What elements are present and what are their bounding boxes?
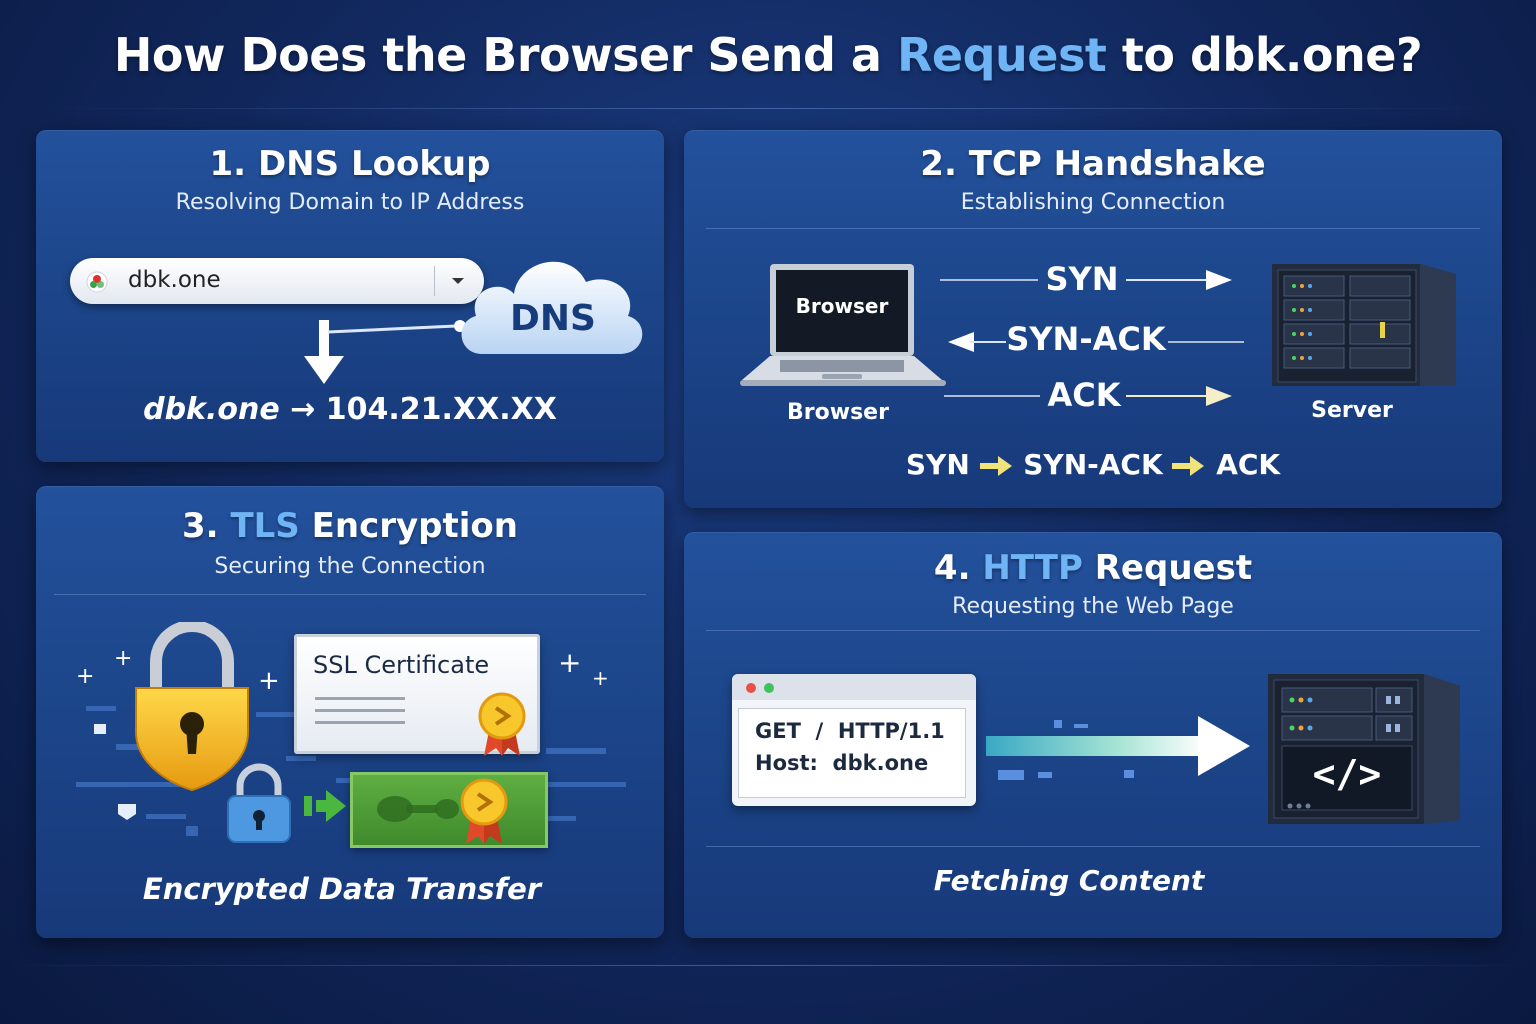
summary-arrow-icon — [1172, 456, 1205, 476]
encrypted-payload-icon — [377, 796, 459, 822]
summary-syn: SYN — [905, 448, 970, 481]
dns-cloud-icon — [461, 261, 643, 354]
handshake-step-ack: ACK — [1047, 376, 1121, 414]
window-close-dot[interactable] — [746, 683, 756, 693]
url-bar-separator — [434, 266, 435, 296]
title-text-end: to dbk.one? — [1121, 28, 1423, 82]
title-text-start: How Does the Browser Send a — [113, 28, 882, 82]
handshake-step-syn-ack: SYN-ACK — [1006, 320, 1166, 358]
laptop-icon — [740, 264, 946, 386]
down-arrow-icon — [304, 320, 344, 384]
transfer-arrow-icon — [304, 790, 346, 822]
http-panel-divider — [706, 630, 1480, 631]
summary-ack: ACK — [1216, 448, 1281, 481]
result-ip: 104.21.XX.XX — [325, 392, 557, 427]
encrypted-data-package — [350, 772, 548, 848]
http-footer-divider — [706, 846, 1480, 847]
seal-icon — [478, 692, 526, 756]
sparkle-icon: + — [114, 646, 133, 671]
url-input-value[interactable]: dbk.one — [128, 267, 221, 293]
dns-panel-title: 1. DNS Lookup — [36, 144, 664, 184]
request-body: GET / HTTP/1.1 Host: dbk.one — [738, 708, 966, 798]
sparkle-icon: + — [76, 664, 95, 689]
sparkle-icon: + — [558, 646, 582, 679]
window-titlebar — [732, 674, 976, 700]
tls-step-number: 3. — [182, 506, 219, 546]
client-label: Browser — [787, 400, 889, 425]
server-icon — [1268, 674, 1460, 824]
page-title: How Does the Browser Send a Request to d… — [0, 28, 1536, 82]
tls-encryption-panel: 3. TLS Encryption Securing the Connectio… — [36, 486, 664, 938]
window-maximize-dot[interactable] — [764, 683, 774, 693]
tcp-panel-divider — [706, 228, 1480, 229]
dns-cloud: DNS — [452, 242, 648, 360]
summary-syn-ack: SYN-ACK — [1023, 448, 1163, 481]
dns-lookup-panel: 1. DNS Lookup Resolving Domain to IP Add… — [36, 130, 664, 462]
small-lock-icon — [227, 763, 291, 843]
http-panel-subtitle: Requesting the Web Page — [952, 594, 1234, 619]
handshake-arrows — [940, 270, 1244, 406]
dns-title-text: DNS Lookup — [257, 144, 491, 184]
request-line: GET / HTTP/1.1 — [755, 719, 945, 743]
request-arrow-icon — [986, 716, 1250, 780]
dns-resolution-result: dbk.one → 104.21.XX.XX — [36, 392, 664, 427]
dns-panel-subtitle: Resolving Domain to IP Address — [175, 190, 525, 215]
tcp-panel-subtitle: Establishing Connection — [960, 190, 1226, 215]
laptop-screen-label: Browser — [795, 294, 889, 318]
title-text-highlight: Request — [896, 28, 1107, 82]
dns-step-number: 1. — [209, 144, 247, 184]
http-step-number: 4. — [933, 548, 971, 588]
server-label: Server — [1311, 398, 1393, 423]
http-panel-title: 4. HTTP Request — [684, 548, 1502, 588]
tls-footer: Encrypted Data Transfer — [142, 872, 542, 906]
footer-divider — [0, 965, 1536, 966]
tls-title-text: Encryption — [311, 506, 518, 546]
tcp-step-number: 2. — [920, 144, 957, 184]
dns-cloud-label: DNS — [510, 298, 596, 339]
handshake-summary: SYN SYN-ACK ACK — [684, 448, 1502, 481]
result-domain: dbk.one — [143, 392, 280, 427]
host-line: Host: dbk.one — [755, 751, 929, 775]
tcp-panel-title: 2. TCP Handshake — [684, 144, 1502, 184]
browser-laptop: Browser — [740, 264, 946, 390]
tls-panel-divider — [54, 594, 646, 595]
tcp-title-text: TCP Handshake — [968, 144, 1266, 184]
http-title-highlight: HTTP — [982, 548, 1083, 588]
tls-panel-subtitle: Securing the Connection — [214, 554, 486, 579]
dropdown-chevron-icon[interactable] — [450, 274, 466, 288]
result-arrow: → — [290, 392, 316, 427]
sparkle-icon: + — [592, 666, 609, 690]
code-icon: </> — [1312, 752, 1382, 796]
certificate-line — [315, 709, 405, 712]
certificate-label: SSL Certificate — [313, 651, 490, 679]
padlock-icon — [135, 622, 249, 792]
browser-favicon-icon — [86, 271, 108, 293]
handshake-step-syn: SYN — [1045, 260, 1119, 298]
header-divider — [40, 108, 1496, 109]
certificate-line — [315, 697, 405, 700]
http-footer: Fetching Content — [933, 864, 1205, 897]
server-icon — [1272, 264, 1456, 386]
syn-ack-arrow-icon — [948, 332, 974, 352]
seal-icon — [460, 778, 508, 844]
certificate-line — [315, 721, 405, 724]
browser-url-bar[interactable]: dbk.one — [70, 258, 484, 304]
summary-arrow-icon — [979, 456, 1012, 476]
tls-title-highlight: TLS — [230, 506, 300, 546]
http-request-panel: 4. HTTP Request Requesting the Web Page … — [684, 532, 1502, 938]
http-request-window: GET / HTTP/1.1 Host: dbk.one — [732, 674, 976, 806]
syn-arrow-icon — [1206, 270, 1232, 290]
tls-panel-title: 3. TLS Encryption — [36, 506, 664, 546]
ack-arrow-icon — [1206, 386, 1232, 406]
sparkle-icon: + — [258, 666, 280, 696]
http-title-text: Request — [1094, 548, 1253, 588]
tcp-handshake-panel: 2. TCP Handshake Establishing Connection… — [684, 130, 1502, 508]
